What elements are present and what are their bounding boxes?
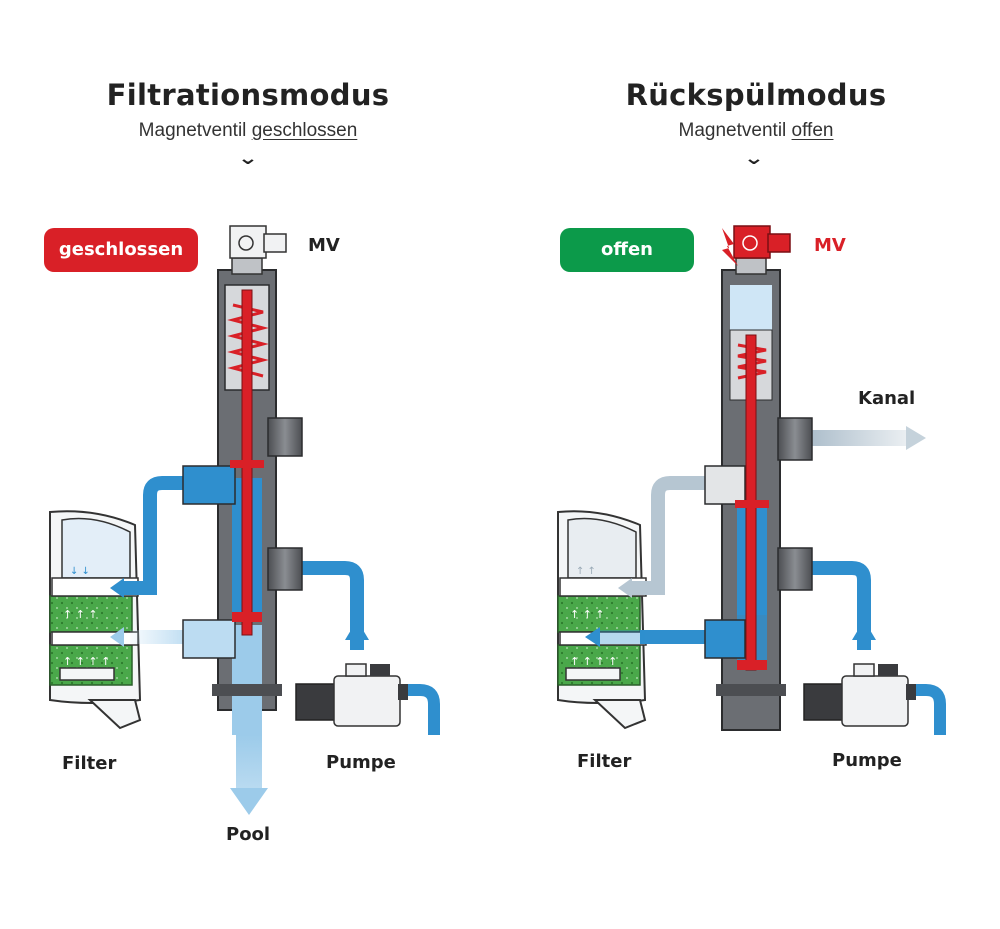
svg-text:↓ ↓: ↓ ↓	[70, 566, 90, 577]
left-chevron-down-icon: ⌄	[237, 148, 259, 169]
right-diagram: ↑ ↑ ↑ ↑ ↑ ↑ ↑ ↑ ↑	[557, 225, 946, 735]
right-chevron-down-icon: ⌄	[743, 148, 765, 169]
lightning-icon	[722, 228, 738, 266]
right-title: Rückspülmodus	[625, 78, 887, 112]
closed-status-badge: geschlossen	[44, 228, 198, 272]
svg-text:↑ ↑: ↑ ↑	[576, 566, 596, 577]
right-subtitle-prefix: Magnetventil	[678, 120, 792, 141]
right-pump-label: Pumpe	[832, 750, 902, 771]
left-pump-label: Pumpe	[326, 752, 396, 773]
left-subtitle-prefix: Magnetventil	[138, 120, 252, 141]
right-filter-label: Filter	[577, 751, 632, 772]
left-diagram: ↓ ↓ ↑ ↑ ↑ ↑ ↑ ↑ ↑	[49, 225, 440, 815]
right-subtitle: Magnetventil offen	[546, 120, 966, 142]
left-valve-label: MV	[308, 235, 340, 256]
canal-label: Kanal	[858, 388, 916, 409]
right-pump	[803, 663, 916, 727]
left-filter-label: Filter	[62, 753, 117, 774]
right-subtitle-state: offen	[791, 120, 834, 141]
left-title: Filtrationsmodus	[106, 78, 390, 112]
right-valve-label: MV	[814, 235, 846, 256]
svg-text:↑ ↑ ↑: ↑ ↑ ↑	[63, 608, 98, 621]
left-flow-pipes	[110, 476, 440, 815]
left-valve-body	[182, 225, 303, 735]
right-valve-body	[704, 225, 813, 731]
svg-text:↑ ↑ ↑: ↑ ↑ ↑	[570, 608, 605, 621]
right-solenoid-valve	[722, 225, 791, 275]
open-status-badge: offen	[560, 228, 694, 272]
svg-text:↑ ↑ ↑ ↑: ↑ ↑ ↑ ↑	[63, 655, 110, 668]
left-filter-tank: ↓ ↓ ↑ ↑ ↑ ↑ ↑ ↑ ↑	[49, 510, 142, 730]
right-flow-pipes	[585, 426, 946, 735]
svg-text:↑ ↑ ↑ ↑: ↑ ↑ ↑ ↑	[570, 655, 617, 668]
left-subtitle-state: geschlossen	[251, 120, 358, 141]
left-pump	[295, 663, 408, 727]
pool-label: Pool	[226, 824, 271, 845]
left-subtitle: Magnetventil geschlossen	[38, 120, 458, 142]
right-filter-tank: ↑ ↑ ↑ ↑ ↑ ↑ ↑ ↑ ↑	[557, 510, 647, 730]
left-solenoid-valve	[229, 225, 287, 275]
